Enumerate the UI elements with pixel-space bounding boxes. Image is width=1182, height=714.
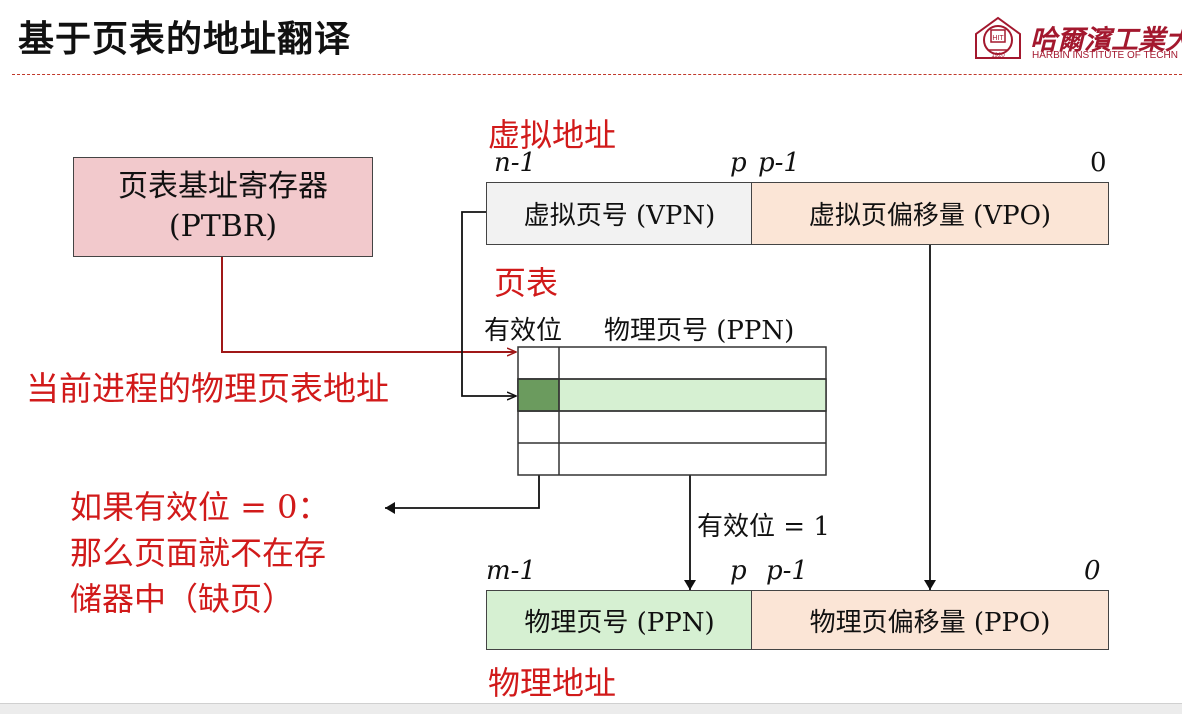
university-emblem-icon: 1920 HIT (970, 12, 1026, 64)
pa-bit-m1: m-1 (486, 556, 536, 586)
page-table-grid (517, 346, 827, 476)
ptbr-to-table-arrow (221, 257, 516, 352)
emblem-text: HIT (992, 35, 1004, 42)
fault-line-2: 那么页面就不在存 (70, 534, 327, 572)
emblem-year: 1920 (991, 53, 1005, 59)
virtual-address-title: 虚拟地址 (488, 116, 617, 154)
valid-bit-header: 有效位 (484, 316, 563, 346)
vpo-label: 虚拟页偏移量 (VPO) (808, 201, 1052, 231)
va-bit-p1: p-1 (758, 148, 800, 178)
valid-equals-one-label: 有效位 = 1 (697, 512, 830, 542)
selected-row (517, 378, 827, 412)
page-fault-note: 如果有效位 = 0： 那么页面就不在存 储器中（缺页） (70, 484, 330, 622)
title-divider (12, 74, 1182, 75)
va-bit-n1: n-1 (494, 148, 537, 178)
page-table-title: 页表 (494, 264, 559, 302)
pa-bit-0: 0 (1084, 556, 1101, 586)
valid-to-fault-arrow (385, 397, 540, 514)
ppn-field: 物理页号 (PPN) (486, 590, 753, 650)
logo-chinese-name: 哈爾濱工業大 (1030, 25, 1182, 56)
pa-bit-p: p (730, 556, 747, 586)
ptbr-label: 页表基址寄存器 (118, 169, 328, 204)
logo-english-name: HARBIN INSTITUTE OF TECHN (1032, 50, 1178, 61)
fault-line-1: 如果有效位 = 0： (70, 488, 330, 526)
vpo-field: 虚拟页偏移量 (VPO) (751, 182, 1109, 245)
status-bar (0, 703, 1182, 714)
va-bit-0: 0 (1090, 148, 1107, 178)
ptbr-box: 页表基址寄存器 (PTBR) (73, 157, 373, 257)
ptbr-note: 当前进程的物理页表地址 (26, 369, 389, 408)
vpn-field: 虚拟页号 (VPN) (486, 182, 753, 245)
valid-bit-cell (517, 378, 560, 412)
ppo-label: 物理页偏移量 (PPO) (809, 607, 1051, 638)
ppn-column-header: 物理页号 (PPN) (604, 316, 795, 346)
vpn-label: 虚拟页号 (VPN) (523, 201, 716, 231)
va-bit-p: p (730, 148, 747, 178)
ppn-label: 物理页号 (PPN) (524, 607, 715, 638)
fault-line-3: 储器中（缺页） (70, 580, 295, 618)
ptbr-abbrev: (PTBR) (168, 209, 278, 244)
page-title: 基于页表的地址翻译 (18, 19, 352, 60)
pa-bit-p1: p-1 (766, 556, 808, 586)
ppo-field: 物理页偏移量 (PPO) (751, 590, 1109, 650)
physical-address-title: 物理地址 (488, 664, 617, 702)
vpn-to-row-arrow (461, 211, 516, 396)
